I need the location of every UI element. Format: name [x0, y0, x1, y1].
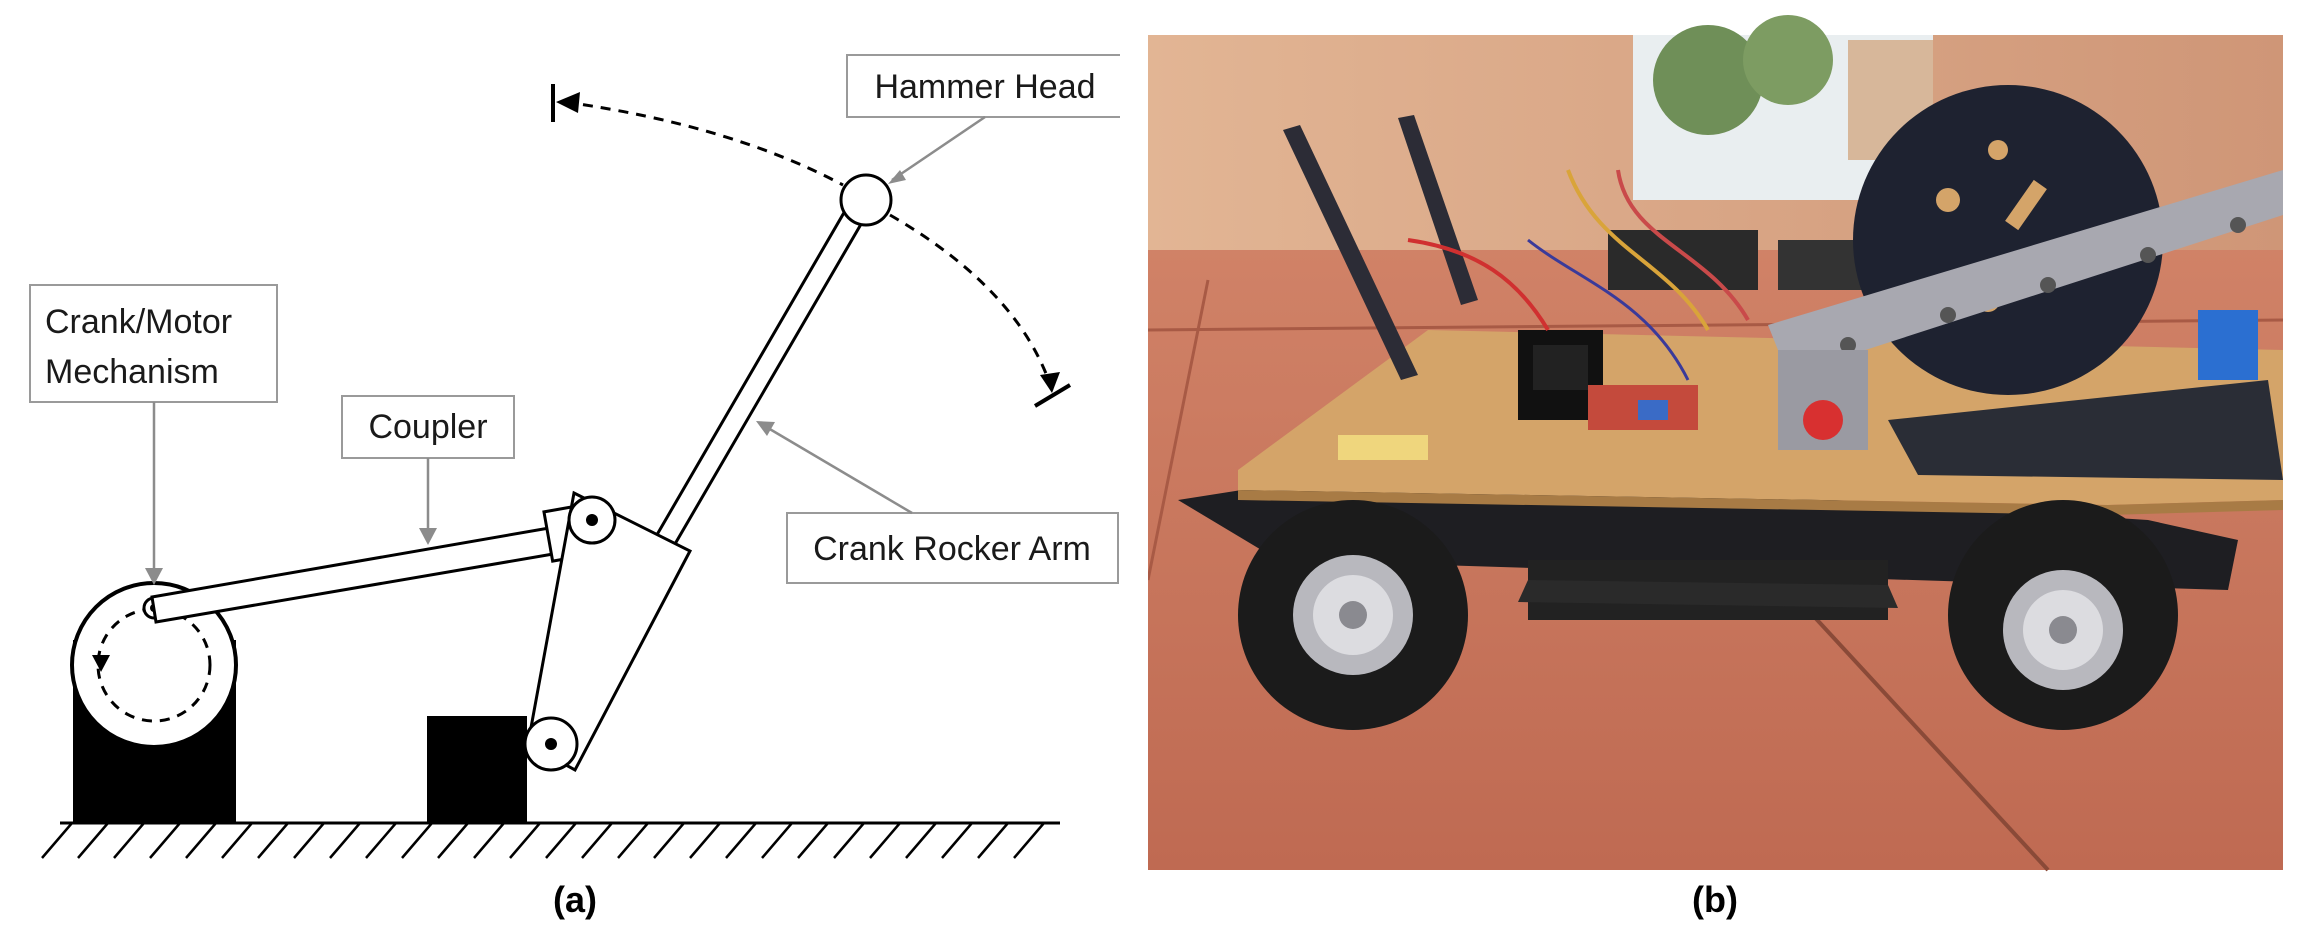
coupler-link [150, 503, 594, 624]
swing-arc [551, 84, 1072, 408]
panel-a-schematic: Hammer Head Crank/Motor Mechanism Couple… [0, 0, 1120, 946]
wheel-right [1948, 500, 2178, 730]
hammer-head-circle [839, 173, 893, 227]
crank-motor-mechanism [70, 581, 238, 823]
arc-arrow-right-icon [1040, 372, 1060, 393]
label-crank-rocker-arm: Crank Rocker Arm [756, 421, 1119, 584]
rotation-arrow-icon [92, 655, 110, 672]
label-coupler: Coupler [341, 395, 515, 545]
label-crank-motor: Crank/Motor Mechanism [29, 284, 278, 585]
metal-arm [1768, 170, 2283, 375]
label-hammer-head: Hammer Head [846, 54, 1120, 184]
caption-a: (a) [553, 879, 597, 920]
photo-illustration: (b) [1148, 15, 2284, 920]
antenna-right [1398, 115, 1478, 305]
rocker-base-block [427, 716, 527, 823]
antenna-left [1283, 125, 1418, 380]
wheel-left [1238, 500, 1468, 730]
svg-text:Coupler: Coupler [368, 408, 487, 446]
svg-text:Hammer Head: Hammer Head [874, 68, 1095, 106]
caption-b: (b) [1692, 879, 1738, 920]
panel-b-photo: (b) [1148, 0, 2305, 946]
svg-text:Mechanism: Mechanism [45, 353, 219, 391]
schematic-svg: Hammer Head Crank/Motor Mechanism Couple… [29, 54, 1120, 920]
robot-car [1178, 85, 2283, 730]
svg-text:Crank/Motor: Crank/Motor [45, 303, 232, 341]
arc-arrow-left-icon [556, 92, 580, 113]
crank-rocker-arm [523, 189, 873, 773]
ground [41, 821, 1060, 859]
svg-text:Crank Rocker Arm: Crank Rocker Arm [813, 530, 1091, 568]
perforated-plate [1888, 380, 2283, 480]
